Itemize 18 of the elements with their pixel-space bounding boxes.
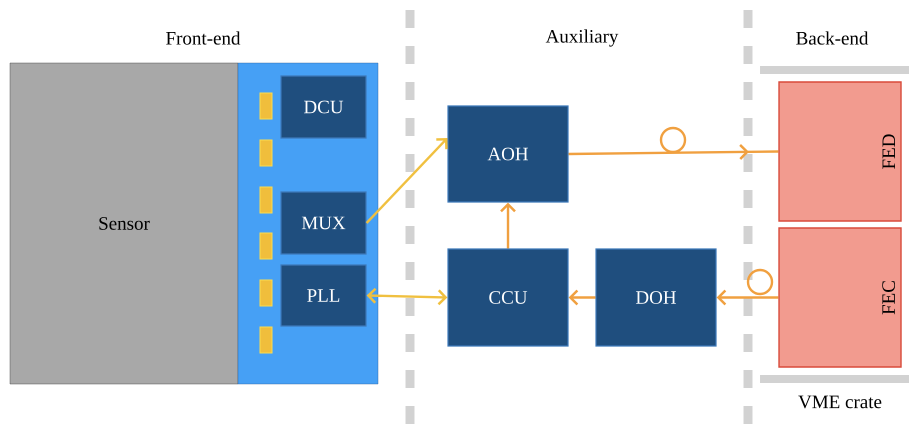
crate-card: FEC [778, 227, 902, 368]
crate-label: VME crate [798, 396, 882, 408]
chip-box: AOH [447, 105, 569, 203]
sensor-block: Sensor [10, 62, 238, 384]
chip-box: CCU [447, 248, 569, 347]
section-label: Front-end [166, 31, 240, 45]
section-label: Back-end [796, 31, 868, 45]
arrow [500, 202, 516, 248]
chip-box: PLL [280, 264, 367, 327]
section-label: Auxiliary [546, 29, 618, 47]
arrow [366, 138, 448, 224]
chip-box: DCU [280, 75, 367, 139]
arrow [716, 290, 778, 306]
chip-box: DOH [595, 248, 717, 347]
crate-card: FED [778, 81, 902, 222]
chip-box: MUX [280, 191, 367, 255]
arrow [568, 290, 596, 306]
arrow [366, 288, 448, 306]
